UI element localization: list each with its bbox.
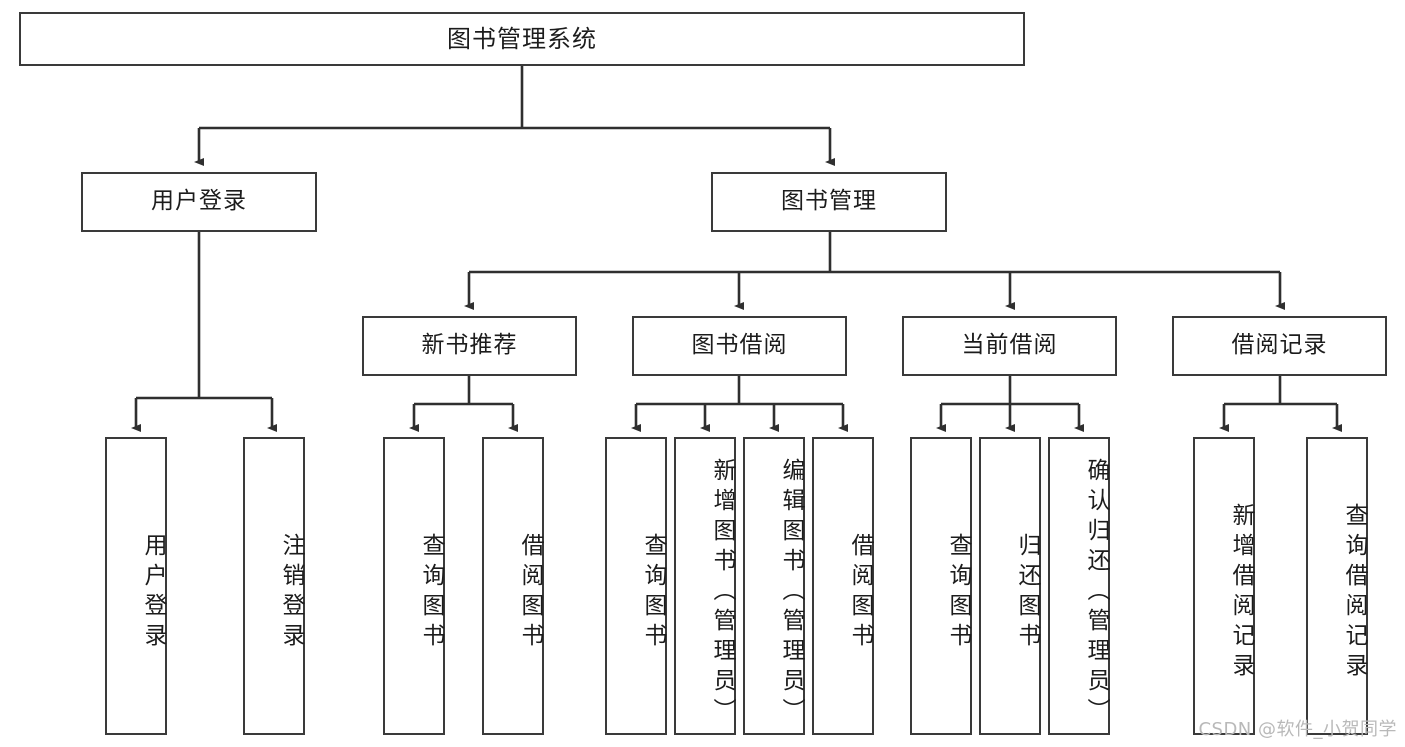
node-leaf-edit-book-label: 编辑图书（管理员） bbox=[778, 458, 804, 728]
node-leaf-query-book-1-label: 查询图书 bbox=[418, 533, 444, 653]
node-leaf-add-record-label: 新增借阅记录 bbox=[1228, 503, 1254, 683]
node-leaf-confirm-return[interactable]: 确认归还（管理员） bbox=[1048, 437, 1110, 735]
node-leaf-confirm-return-label: 确认归还（管理员） bbox=[1083, 458, 1109, 728]
node-leaf-user-login-label: 用户登录 bbox=[140, 533, 166, 653]
node-current-borrow-label: 当前借阅 bbox=[961, 332, 1058, 359]
watermark: CSDN @软件_小贺同学 bbox=[1198, 719, 1397, 740]
node-leaf-edit-book[interactable]: 编辑图书（管理员） bbox=[743, 437, 805, 735]
node-book-manage[interactable]: 图书管理 bbox=[711, 172, 947, 232]
node-leaf-return-book[interactable]: 归还图书 bbox=[979, 437, 1041, 735]
node-leaf-query-book-2-label: 查询图书 bbox=[640, 533, 666, 653]
node-leaf-query-record-label: 查询借阅记录 bbox=[1341, 503, 1367, 683]
node-leaf-return-book-label: 归还图书 bbox=[1014, 533, 1040, 653]
node-leaf-logout[interactable]: 注销登录 bbox=[243, 437, 305, 735]
node-new-book-recommend[interactable]: 新书推荐 bbox=[362, 316, 577, 376]
node-leaf-query-book-3-label: 查询图书 bbox=[945, 533, 971, 653]
node-borrow-record[interactable]: 借阅记录 bbox=[1172, 316, 1387, 376]
node-book-borrow-label: 图书借阅 bbox=[691, 332, 788, 359]
node-user-login-label: 用户登录 bbox=[151, 188, 247, 215]
node-leaf-add-record[interactable]: 新增借阅记录 bbox=[1193, 437, 1255, 735]
node-leaf-query-book-1[interactable]: 查询图书 bbox=[383, 437, 445, 735]
node-book-borrow[interactable]: 图书借阅 bbox=[632, 316, 847, 376]
node-borrow-record-label: 借阅记录 bbox=[1231, 332, 1328, 359]
node-leaf-borrow-book-1[interactable]: 借阅图书 bbox=[482, 437, 544, 735]
node-book-manage-label: 图书管理 bbox=[781, 188, 877, 215]
node-leaf-borrow-book-2-label: 借阅图书 bbox=[847, 533, 873, 653]
node-leaf-borrow-book-1-label: 借阅图书 bbox=[517, 533, 543, 653]
node-leaf-add-book-label: 新增图书（管理员） bbox=[709, 458, 735, 728]
node-leaf-query-book-3[interactable]: 查询图书 bbox=[910, 437, 972, 735]
node-leaf-add-book[interactable]: 新增图书（管理员） bbox=[674, 437, 736, 735]
node-leaf-borrow-book-2[interactable]: 借阅图书 bbox=[812, 437, 874, 735]
node-leaf-logout-label: 注销登录 bbox=[278, 533, 304, 653]
node-root[interactable]: 图书管理系统 bbox=[19, 12, 1025, 66]
node-leaf-query-record[interactable]: 查询借阅记录 bbox=[1306, 437, 1368, 735]
node-root-label: 图书管理系统 bbox=[447, 24, 597, 53]
node-current-borrow[interactable]: 当前借阅 bbox=[902, 316, 1117, 376]
node-new-book-recommend-label: 新书推荐 bbox=[421, 332, 518, 359]
node-user-login[interactable]: 用户登录 bbox=[81, 172, 317, 232]
node-leaf-query-book-2[interactable]: 查询图书 bbox=[605, 437, 667, 735]
node-leaf-user-login[interactable]: 用户登录 bbox=[105, 437, 167, 735]
